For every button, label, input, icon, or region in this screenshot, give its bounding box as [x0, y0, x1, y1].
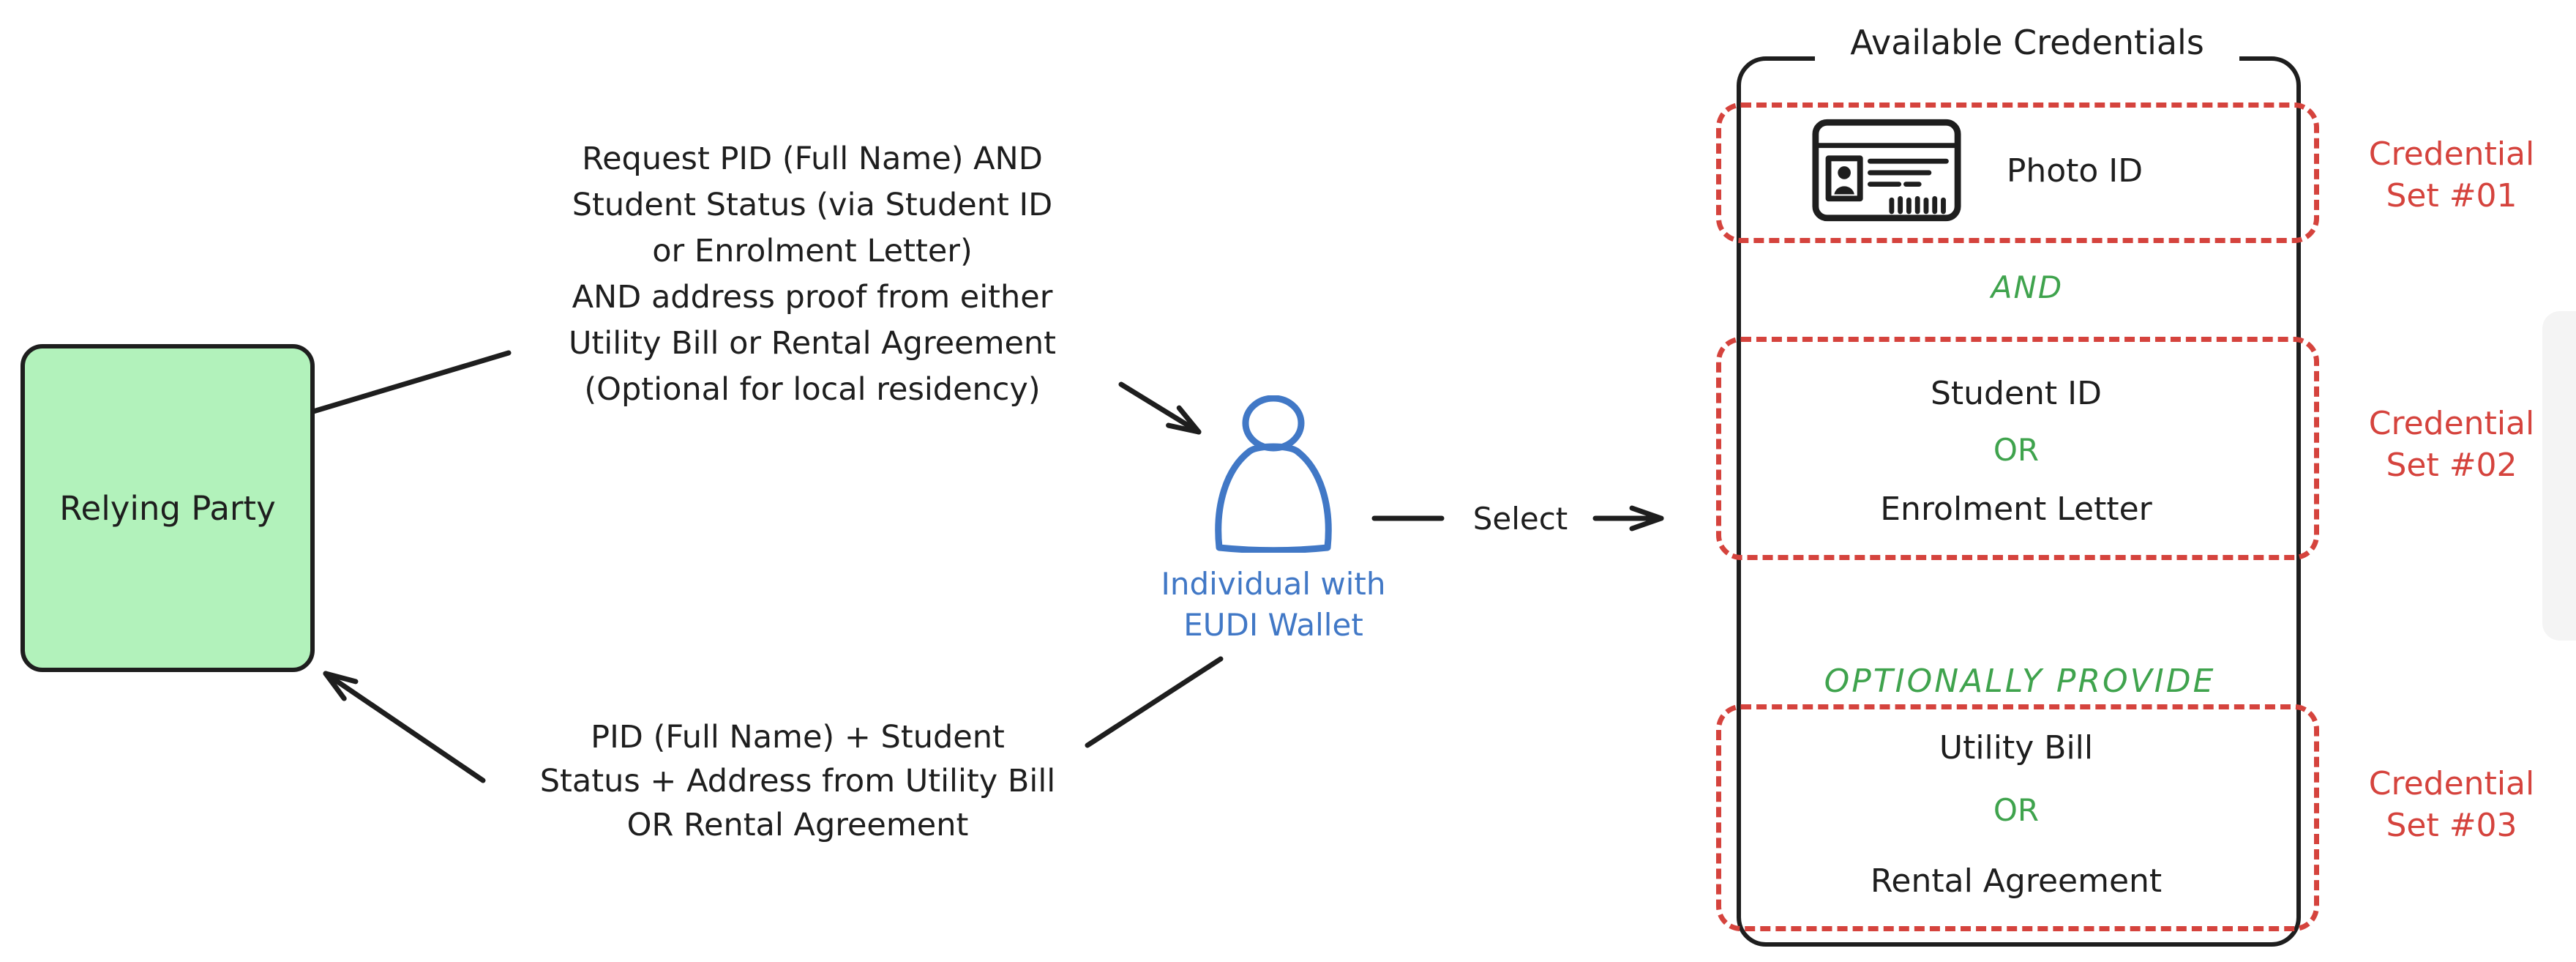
relying-party-label: Relying Party [59, 488, 276, 528]
credential-set-3-box [1716, 704, 2319, 931]
or-connector-set2: OR [1993, 432, 2040, 468]
response-arrow-segment-2 [323, 671, 486, 783]
optionally-provide-label: OPTIONALLY PROVIDE [1824, 663, 2216, 700]
credential-set-2-box [1716, 337, 2319, 560]
person-icon [1215, 395, 1332, 553]
credential-set-1-box [1716, 102, 2319, 243]
id-card-icon [1812, 119, 1961, 222]
relying-party-box: Relying Party [20, 344, 315, 672]
individual-label: Individual with EUDI Wallet [1161, 566, 1386, 643]
response-message: PID (Full Name) + Student Status + Addre… [539, 719, 1056, 843]
credential-set-3-label: Credential Set #03 [2368, 765, 2535, 844]
credential-item-utility-bill: Utility Bill [1939, 729, 2094, 767]
available-credentials-title: Available Credentials [1815, 19, 2239, 66]
credential-item-student-id: Student ID [1930, 375, 2103, 412]
request-arrow-segment-1 [310, 350, 512, 414]
credential-item-enrolment-letter: Enrolment Letter [1880, 491, 2152, 528]
request-message: Request PID (Full Name) AND Student Stat… [568, 141, 1057, 408]
credential-set-1-label: Credential Set #01 [2368, 135, 2535, 215]
and-connector-label: AND [1991, 269, 2064, 305]
credential-item-rental-agreement: Rental Agreement [1870, 862, 2163, 900]
request-arrow-segment-2 [1118, 381, 1202, 435]
response-arrow-segment-1 [1085, 656, 1224, 748]
credential-item-photo-id: Photo ID [2006, 152, 2143, 190]
credential-set-2-label: Credential Set #02 [2368, 405, 2535, 484]
right-edge-shadow [2542, 311, 2576, 641]
select-arrow-label: Select [1472, 501, 1568, 537]
or-connector-set3: OR [1993, 792, 2040, 828]
